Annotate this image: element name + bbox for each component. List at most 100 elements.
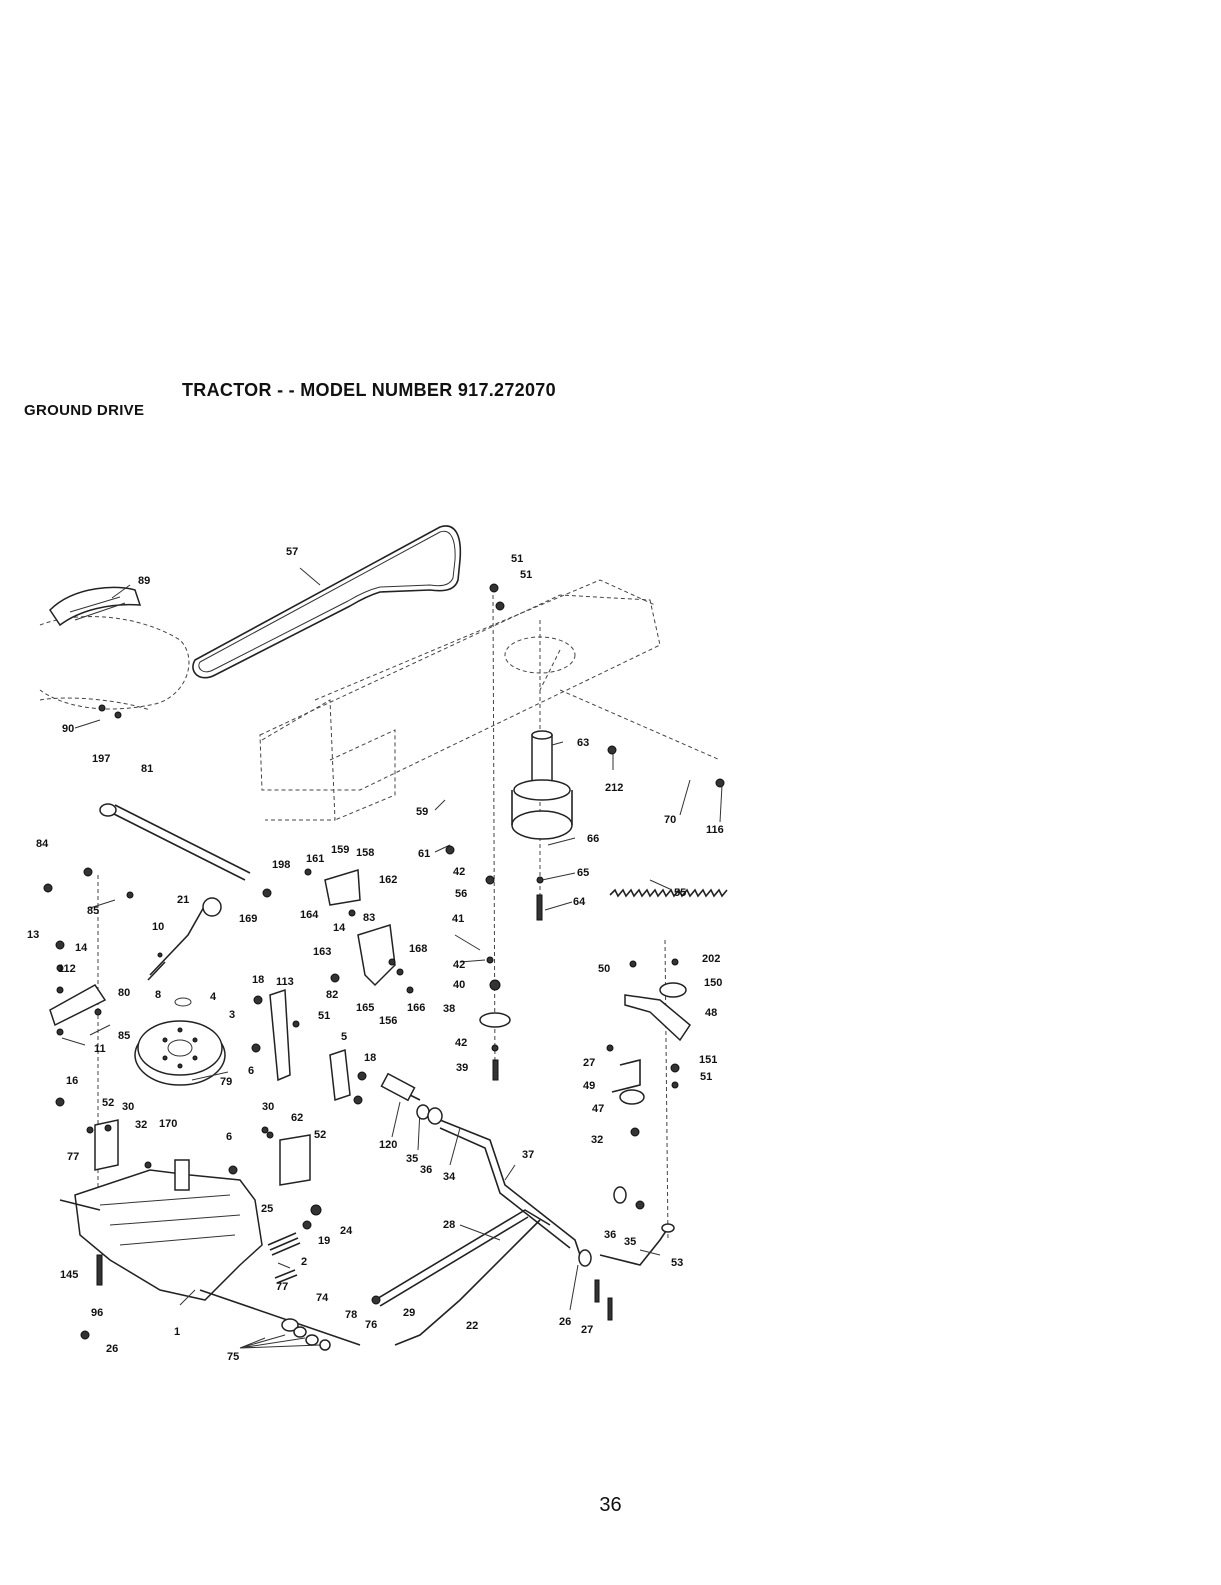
bracket (49, 984, 107, 1027)
part-number-label: 25 (261, 1203, 273, 1215)
part-number-label: 50 (598, 963, 610, 975)
part-number-label: 165 (356, 1002, 374, 1014)
part-number-label: 1 (174, 1326, 180, 1338)
part-number-label: 13 (27, 929, 39, 941)
part-number-label: 51 (520, 569, 532, 581)
part-number-label: 197 (92, 753, 110, 765)
part-number-label: 18 (364, 1052, 376, 1064)
part-number-label: 145 (60, 1269, 78, 1281)
part-number-label: 70 (664, 814, 676, 826)
part-number-label: 74 (316, 1292, 329, 1304)
part-number-label: 6 (226, 1131, 232, 1143)
part-number-label: 156 (379, 1015, 397, 1027)
part-number-label: 77 (67, 1151, 79, 1163)
part-number-label: 5 (341, 1031, 347, 1043)
part-number-label: 22 (466, 1320, 478, 1332)
part-number-label: 30 (122, 1101, 134, 1113)
part-number-label: 35 (406, 1153, 418, 1165)
part-number-label: 49 (583, 1080, 595, 1092)
part-number-label: 52 (314, 1129, 326, 1141)
part-number-label: 151 (699, 1054, 717, 1066)
part-number-label: 81 (141, 763, 153, 775)
part-number-label: 24 (340, 1225, 353, 1237)
part-number-label: 89 (138, 575, 150, 587)
part-number-label: 168 (409, 943, 427, 955)
part-number-label: 32 (135, 1119, 147, 1131)
part-number-label: 83 (363, 912, 375, 924)
part-number-label: 16 (66, 1075, 78, 1087)
part-number-label: 112 (58, 963, 76, 975)
part-number-label: 2 (301, 1256, 307, 1268)
shift-rod (109, 804, 251, 881)
engine-pulley (511, 730, 573, 840)
part-number-label: 90 (62, 723, 74, 735)
part-number-label: 47 (592, 1103, 604, 1115)
part-number-label: 170 (159, 1118, 177, 1130)
part-number-label: 96 (91, 1307, 103, 1319)
part-number-label: 212 (605, 782, 623, 794)
part-number-label: 75 (227, 1351, 239, 1363)
section-title: GROUND DRIVE (24, 402, 145, 419)
part-number-label: 14 (75, 942, 88, 954)
part-number-label: 30 (262, 1101, 274, 1113)
part-number-label: 14 (333, 922, 346, 934)
part-number-label: 84 (36, 838, 49, 850)
part-number-label: 37 (522, 1149, 534, 1161)
part-number-label: 169 (239, 913, 257, 925)
part-number-label: 162 (379, 874, 397, 886)
fasteners (43, 583, 725, 1351)
part-number-label: 27 (583, 1057, 595, 1069)
part-number-label: 116 (706, 824, 724, 836)
part-number-label: 164 (300, 909, 319, 921)
part-number-label: 52 (102, 1097, 114, 1109)
page-number: 36 (599, 1494, 622, 1516)
part-number-label: 85 (118, 1030, 130, 1042)
part-number-label: 42 (453, 959, 465, 971)
part-number-label: 38 (443, 1003, 455, 1015)
part-number-label: 10 (152, 921, 164, 933)
part-number-label: 79 (220, 1076, 232, 1088)
part-number-label: 26 (106, 1343, 118, 1355)
part-number-label: 166 (407, 1002, 425, 1014)
part-number-label: 202 (702, 953, 720, 965)
part-number-label: 51 (511, 553, 523, 565)
part-number-label: 28 (443, 1219, 455, 1231)
part-number-label: 85 (87, 905, 99, 917)
part-number-label: 163 (313, 946, 331, 958)
part-number-label: 198 (272, 859, 290, 871)
part-number-label: 42 (453, 866, 465, 878)
part-number-label: 77 (276, 1281, 288, 1293)
part-number-label: 19 (318, 1235, 330, 1247)
part-number-label: 66 (587, 833, 599, 845)
part-number-label: 82 (326, 989, 338, 1001)
bracket (324, 869, 361, 906)
bracket (269, 988, 291, 1082)
part-number-label: 35 (624, 1236, 636, 1248)
spring (609, 888, 728, 898)
part-number-label: 120 (379, 1139, 397, 1151)
bracket (94, 1119, 119, 1171)
bracket (329, 1048, 351, 1102)
part-number-label: 40 (453, 979, 465, 991)
part-number-label: 59 (416, 806, 428, 818)
part-number-label: 4 (210, 991, 217, 1003)
part-number-label: 113 (276, 976, 294, 988)
part-number-label: 41 (452, 913, 464, 925)
drive-belt (192, 525, 462, 679)
part-number-label: 51 (700, 1071, 712, 1083)
part-number-label: 56 (455, 888, 467, 900)
part-number-label: 159 (331, 844, 349, 856)
part-number-label: 27 (581, 1324, 593, 1336)
part-number-label: 6 (248, 1065, 254, 1077)
part-number-label: 61 (418, 848, 430, 860)
part-number-label: 21 (177, 894, 189, 906)
part-number-label: 158 (356, 847, 374, 859)
seat-area (39, 586, 190, 719)
part-number-label: 55 (674, 887, 686, 899)
part-number-label: 42 (455, 1037, 467, 1049)
part-number-label: 3 (229, 1009, 235, 1021)
bracket (279, 1134, 311, 1186)
part-number-label: 51 (318, 1010, 330, 1022)
